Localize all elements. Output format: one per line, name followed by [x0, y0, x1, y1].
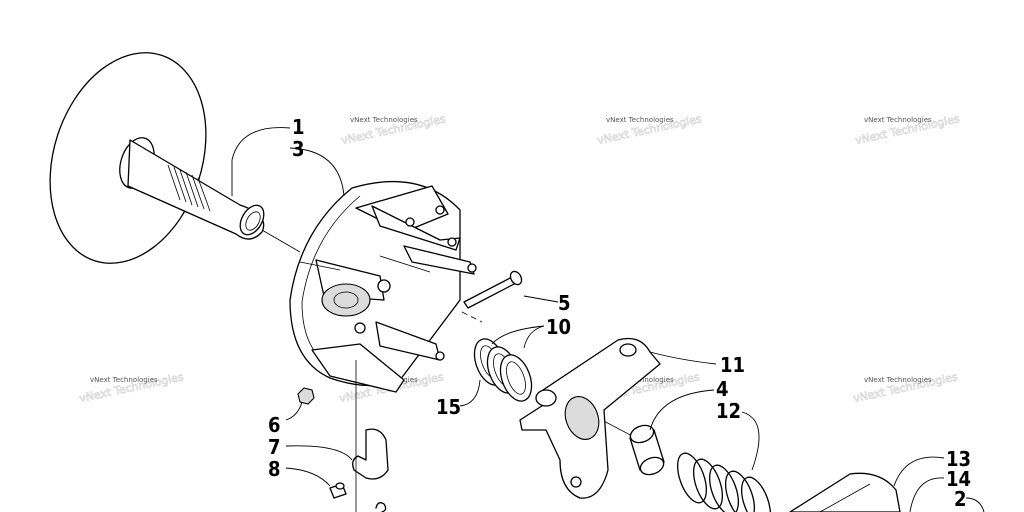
spring-washers-part — [473, 338, 533, 402]
watermark-text: vNext Technologies — [864, 376, 932, 384]
movable-sheave-part — [289, 180, 477, 393]
watermark-text: vNext Technologies — [606, 116, 674, 124]
callout-1: 1 — [292, 115, 305, 139]
callout-3: 3 — [292, 137, 305, 161]
callout-14: 14 — [946, 467, 971, 491]
callout-4: 4 — [716, 377, 729, 401]
watermark: vNext Technologies vNext Technologies — [596, 112, 704, 147]
callout-2: 2 — [954, 487, 967, 511]
spider-arm-part — [519, 337, 661, 499]
fixed-sheave-part — [49, 52, 265, 264]
callout-6: 6 — [268, 413, 281, 437]
callout-15: 15 — [436, 395, 461, 419]
weight-arm-part — [352, 360, 389, 512]
watermark: vNext Technologies vNext Technologies — [340, 112, 448, 147]
nut-part — [297, 387, 315, 405]
clip-part — [375, 502, 387, 512]
small-pin-part — [329, 482, 347, 499]
callout-labels: 1 3 5 10 11 4 12 15 6 7 8 13 14 2 — [268, 115, 971, 511]
leader-lines — [231, 127, 985, 512]
bushing-part — [629, 424, 665, 476]
callout-12: 12 — [716, 399, 741, 423]
watermark: vNext Technologies vNext Technologies — [852, 370, 960, 405]
callout-5: 5 — [558, 291, 571, 315]
callout-8: 8 — [268, 457, 281, 481]
coil-spring-part — [676, 452, 772, 512]
watermark-text: vNext Technologies — [350, 116, 418, 124]
cover-part — [789, 472, 901, 512]
watermark: vNext Technologies vNext Technologies — [78, 370, 186, 405]
shaft-splines — [167, 164, 211, 212]
callout-7: 7 — [268, 435, 281, 459]
callout-10: 10 — [546, 315, 571, 339]
callout-13: 13 — [946, 447, 971, 471]
watermark-text: vNext Technologies — [90, 376, 158, 384]
callout-11: 11 — [720, 353, 745, 377]
roller-pin-part — [463, 270, 523, 309]
watermark-text: vNext Technologies — [864, 116, 932, 124]
watermark: vNext Technologies vNext Technologies — [854, 112, 962, 147]
